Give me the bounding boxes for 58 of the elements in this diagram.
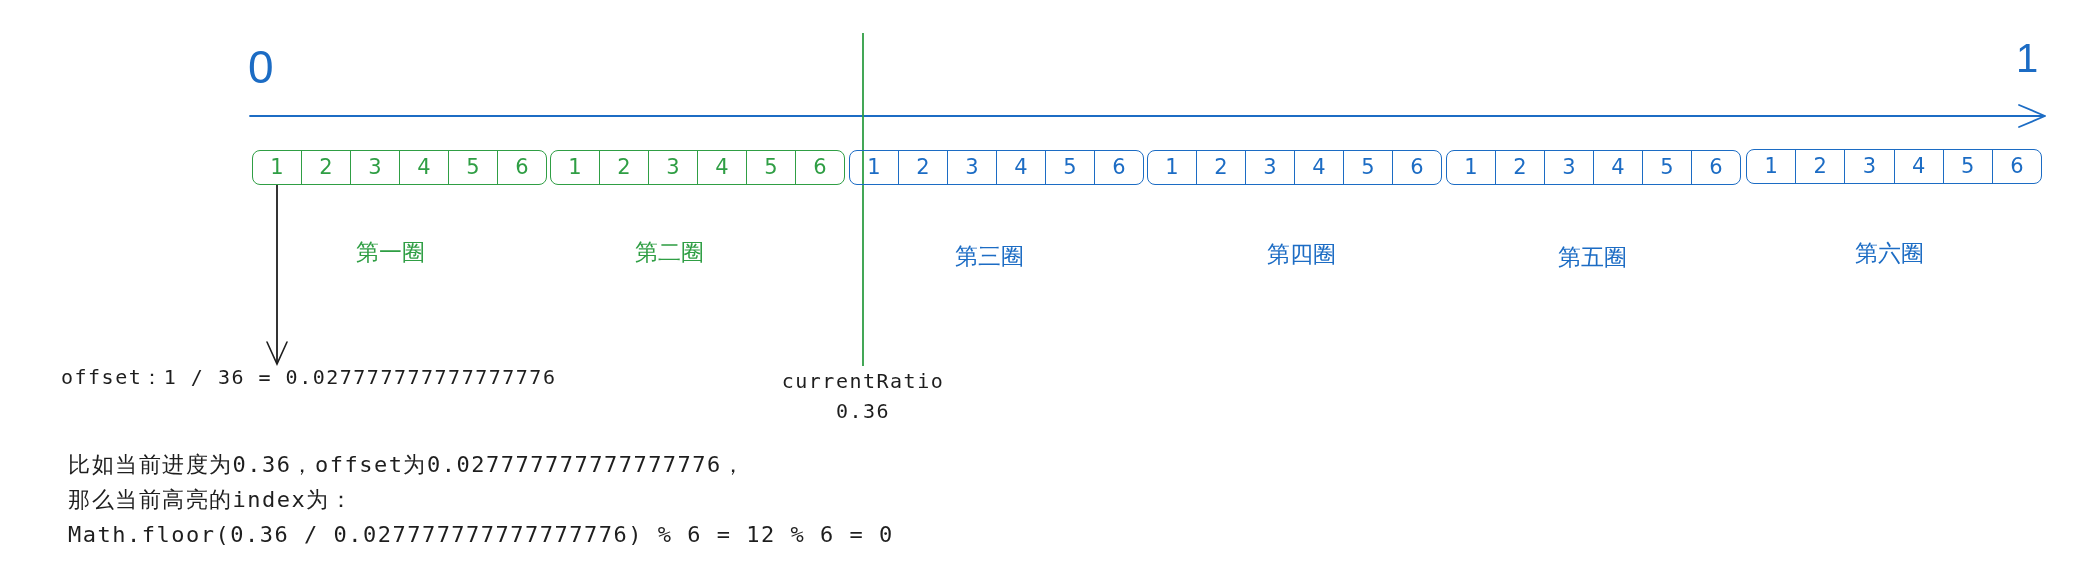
segment-number: 1 <box>1165 157 1179 178</box>
segment-number: 6 <box>515 157 529 178</box>
segment-number: 3 <box>1862 156 1877 177</box>
segment-number: 6 <box>1709 157 1723 178</box>
round-bar <box>1746 149 2042 184</box>
segment-number: 6 <box>1410 157 1424 178</box>
segment-number: 2 <box>1513 157 1527 178</box>
segment-number: 4 <box>1911 156 1926 177</box>
segment-number: 2 <box>1813 156 1827 177</box>
round-bar <box>1147 150 1442 185</box>
segment-number: 5 <box>466 157 480 178</box>
segment-number: 3 <box>1562 157 1576 178</box>
segment-number: 4 <box>417 157 431 178</box>
axis-value-label: 1 <box>2016 38 2039 78</box>
segment-number: 6 <box>2010 156 2024 177</box>
round-bar <box>252 150 547 185</box>
segment-number: 4 <box>1611 157 1625 178</box>
round-bar <box>849 150 1144 185</box>
formula-text: offset：1 / 36 = 0.027777777777777776 <box>61 364 557 390</box>
round-label: 第四圈 <box>1266 241 1336 269</box>
segment-number: 4 <box>715 157 729 178</box>
segment-number: 5 <box>1660 157 1674 178</box>
segment-number: 4 <box>1312 157 1326 178</box>
segment-number: 1 <box>270 157 284 178</box>
round-label: 第一圈 <box>355 239 425 267</box>
round-bar <box>550 150 845 185</box>
segment-number: 4 <box>1014 157 1028 178</box>
segment-number: 1 <box>1764 156 1778 177</box>
arrow <box>266 183 288 365</box>
round-label: 第三圈 <box>954 243 1024 271</box>
segment-number: 1 <box>867 157 881 178</box>
segment-number: 2 <box>319 157 333 178</box>
ratio-name: currentRatio <box>781 368 945 395</box>
segment-number: 3 <box>965 157 979 178</box>
round-label: 第二圈 <box>634 239 704 267</box>
round-label: 第六圈 <box>1854 240 1924 268</box>
explanation-text: 比如当前进度为0.36，offset为0.027777777777777776， <box>68 451 746 479</box>
axis-value-label: 0 <box>248 44 274 90</box>
segment-number: 6 <box>813 157 827 178</box>
segment-number: 1 <box>568 157 582 178</box>
segment-number: 2 <box>617 157 631 178</box>
segment-number: 5 <box>764 157 778 178</box>
segment-number: 3 <box>368 157 382 178</box>
round-bar <box>1446 150 1741 185</box>
leader-line <box>862 32 864 367</box>
segment-number: 3 <box>666 157 680 178</box>
round-label: 第五圈 <box>1557 244 1627 272</box>
segment-number: 1 <box>1464 157 1478 178</box>
segment-number: 6 <box>1112 157 1126 178</box>
segment-number: 2 <box>916 157 930 178</box>
segment-number: 3 <box>1263 157 1277 178</box>
segment-number: 2 <box>1214 157 1228 178</box>
ratio-value: 0.36 <box>835 398 891 425</box>
explanation-text: 那么当前高亮的index为： <box>68 486 354 514</box>
formula-text: Math.floor(0.36 / 0.027777777777777776) % 6 = 12 % 6 = 0 <box>68 521 894 549</box>
segment-number: 5 <box>1961 156 1975 177</box>
segment-number: 5 <box>1063 157 1077 178</box>
segment-number: 5 <box>1361 157 1375 178</box>
